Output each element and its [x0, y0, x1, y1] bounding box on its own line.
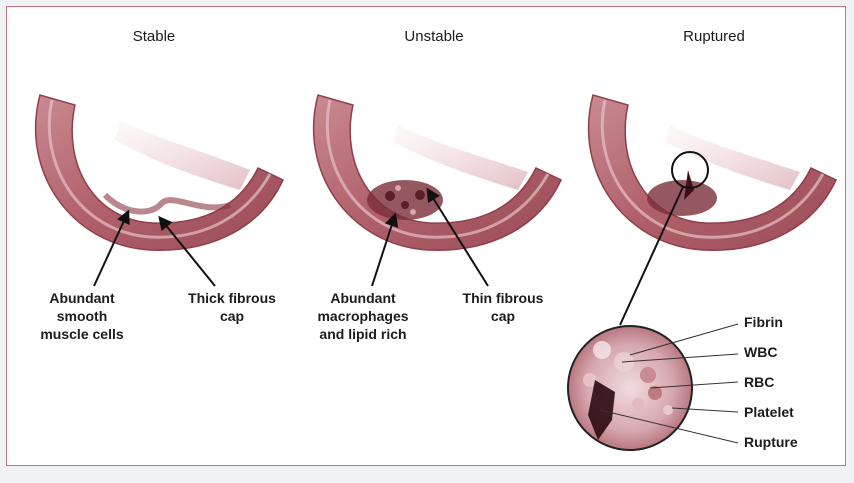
label-thin-fibrous-cap: Thin fibrous cap — [463, 289, 544, 325]
inset-magnification — [568, 326, 692, 450]
label-wbc: WBC — [744, 343, 777, 361]
panel-title-ruptured: Ruptured — [683, 28, 745, 45]
label-rbc: RBC — [744, 373, 774, 391]
label-thick-fibrous-cap: Thick fibrous cap — [188, 289, 276, 325]
label-macrophages-lipid: Abundant macrophages and lipid rich — [317, 289, 408, 343]
label-rupture: Rupture — [744, 433, 798, 451]
vessel-ruptured — [589, 95, 836, 250]
label-fibrin: Fibrin — [744, 313, 783, 331]
panel-title-stable: Stable — [133, 28, 176, 45]
vessel-unstable — [314, 95, 561, 250]
panel-title-unstable: Unstable — [404, 28, 463, 45]
label-smooth-muscle-cells: Abundant smooth muscle cells — [40, 289, 123, 343]
vessel-stable — [36, 95, 283, 250]
label-platelet: Platelet — [744, 403, 794, 421]
